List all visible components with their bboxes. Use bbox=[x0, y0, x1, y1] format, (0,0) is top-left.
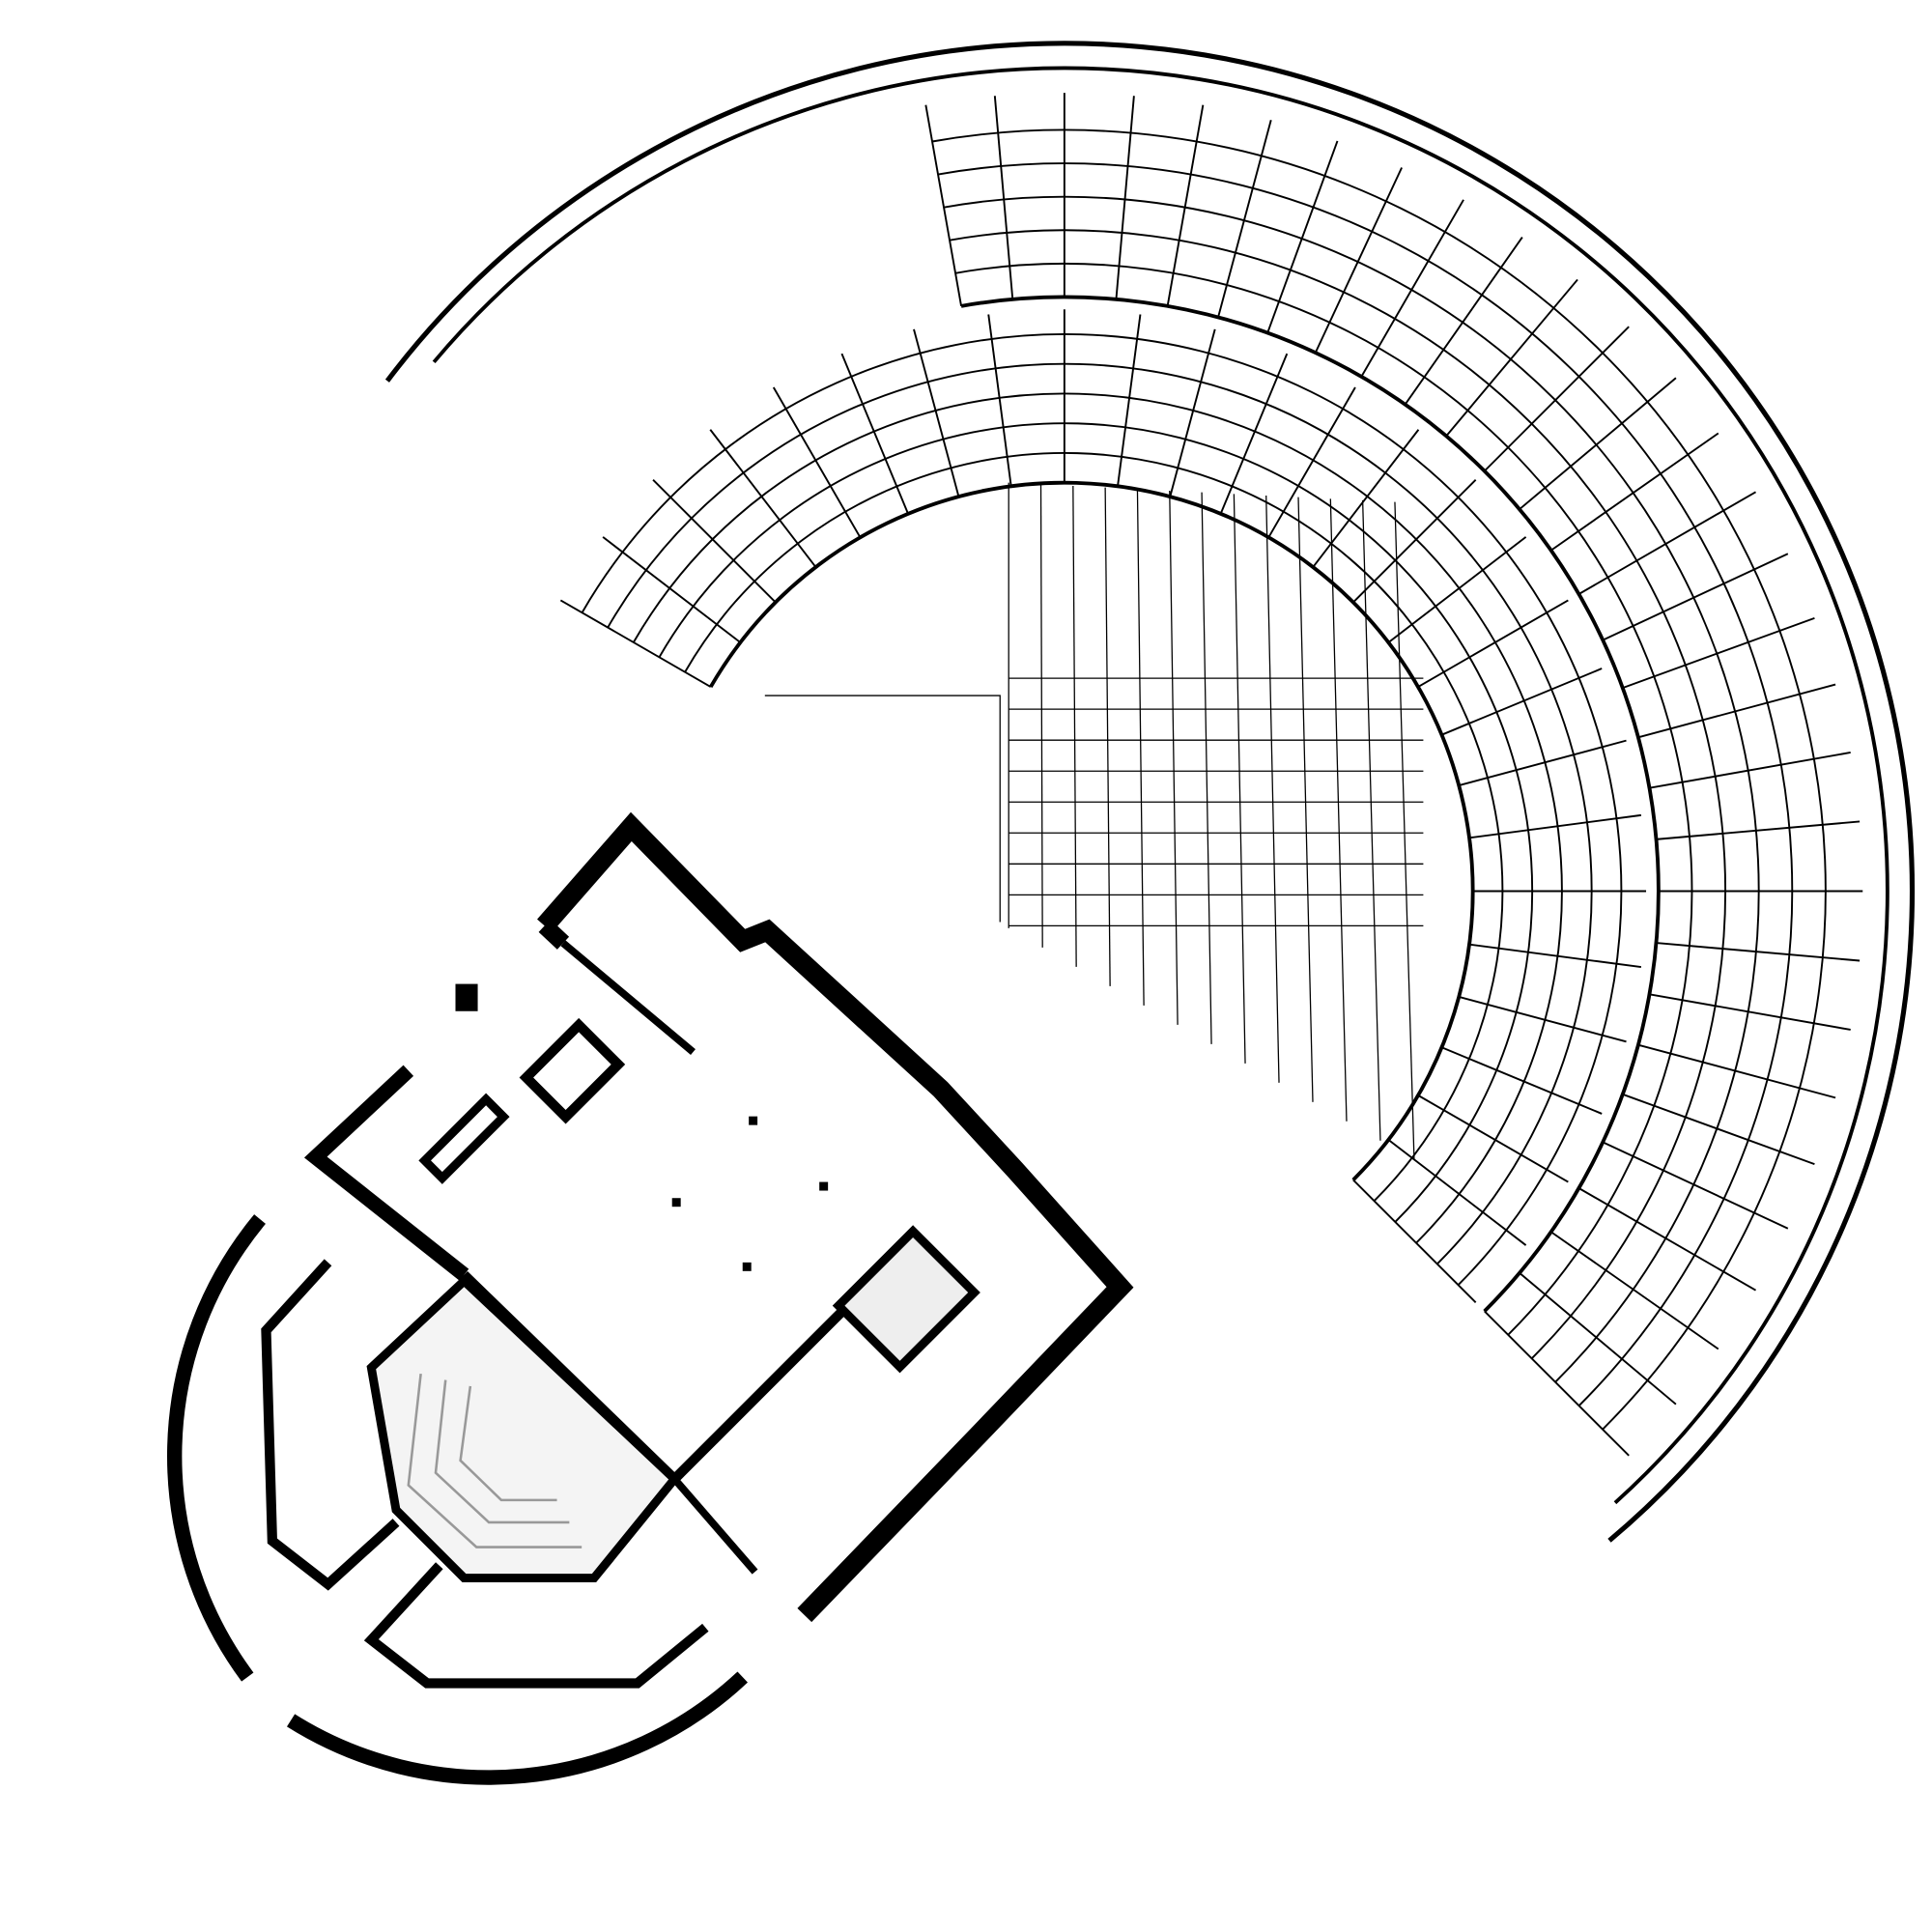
inner-ring-divider bbox=[1352, 1179, 1477, 1303]
inner-ring-divider bbox=[1441, 668, 1603, 736]
staircase bbox=[832, 1225, 980, 1374]
outer-ring-divider bbox=[1649, 993, 1851, 1031]
inner-ring-divider bbox=[1459, 995, 1627, 1043]
kitchen-counter bbox=[418, 1093, 510, 1184]
outer-ring-divider bbox=[1484, 326, 1630, 472]
inner-ring-divider bbox=[772, 386, 862, 538]
floor-seat-column bbox=[1233, 494, 1246, 1064]
outer-ring-divider bbox=[1519, 1272, 1677, 1406]
inner-ring-divider bbox=[1387, 536, 1527, 643]
inner-ring-divider bbox=[1219, 353, 1289, 515]
interior-wall-diag-3 bbox=[671, 1476, 758, 1575]
outer-ring-divider bbox=[1622, 1093, 1815, 1166]
inner-wing-wall-west bbox=[261, 1259, 400, 1591]
floor-seat-column bbox=[1169, 490, 1179, 1025]
outer-ring-row bbox=[960, 295, 1661, 1313]
floor-seat-column bbox=[1201, 492, 1212, 1044]
lecture-hall-seat-rows bbox=[407, 1374, 582, 1548]
outer-ring-divider bbox=[1166, 104, 1205, 307]
outer-ring-divider bbox=[1550, 1231, 1719, 1350]
floor-seat-column bbox=[1297, 497, 1314, 1102]
outer-ring-divider bbox=[1656, 942, 1861, 962]
outer-ring-divider bbox=[1622, 616, 1815, 690]
inner-ring-divider bbox=[1417, 1094, 1569, 1183]
inner-ring-divider bbox=[913, 328, 960, 497]
inner-ring-row bbox=[607, 362, 1593, 1265]
inner-ring-divider bbox=[1387, 1139, 1527, 1246]
inner-ring-divider bbox=[987, 314, 1012, 487]
arena-plan bbox=[384, 41, 1916, 1543]
inner-wing-wall-south bbox=[363, 1562, 709, 1689]
west-wall bbox=[538, 919, 570, 950]
inner-ring-divider bbox=[1267, 386, 1356, 538]
building-plan bbox=[167, 811, 1134, 1785]
floor-seat-column bbox=[1104, 487, 1111, 986]
floor-seat-column bbox=[1361, 499, 1381, 1141]
outer-ring-divider bbox=[1637, 1043, 1836, 1099]
inner-ring-divider bbox=[1441, 1046, 1603, 1115]
outer-ring-row bbox=[931, 128, 1827, 1431]
floor-seat-column bbox=[1136, 489, 1145, 1006]
floor-seat-column bbox=[1329, 498, 1348, 1122]
outer-ring-divider bbox=[1404, 236, 1523, 406]
inner-ring-divider bbox=[1417, 599, 1569, 688]
floor-boundary-line bbox=[764, 695, 1001, 923]
main-block-outer-wall bbox=[537, 811, 1134, 1623]
floor-seat-column bbox=[1039, 484, 1043, 948]
outer-boundary-arc bbox=[384, 41, 1916, 1543]
inner-ring-row bbox=[632, 392, 1563, 1244]
outer-ring-divider bbox=[1577, 491, 1757, 595]
inner-ring-divider bbox=[652, 479, 777, 604]
floor-seat-column bbox=[1265, 495, 1280, 1083]
lecture-hall bbox=[366, 1274, 681, 1583]
columns bbox=[455, 983, 829, 1271]
inner-ring-divider bbox=[1312, 429, 1420, 568]
outer-ring-divider bbox=[1550, 432, 1719, 552]
outer-ring-divider bbox=[1314, 167, 1403, 354]
outer-ring-divider bbox=[1649, 752, 1851, 789]
outer-ring-divider bbox=[1519, 377, 1677, 510]
outer-curved-wall-south bbox=[286, 1671, 748, 1785]
service-room bbox=[519, 1017, 626, 1124]
outer-ring-row bbox=[949, 229, 1726, 1359]
outer-ring-divider bbox=[1484, 1310, 1630, 1457]
inner-ring-divider bbox=[709, 429, 817, 568]
outer-ring-row bbox=[954, 262, 1693, 1336]
inner-ring-divider bbox=[602, 536, 742, 643]
interior-wall-4 bbox=[560, 940, 696, 1055]
inner-ring-row bbox=[684, 452, 1504, 1202]
outer-ring-row bbox=[943, 195, 1760, 1383]
inner-ring-row bbox=[709, 480, 1475, 1181]
outer-ring-divider bbox=[1577, 1187, 1757, 1292]
interior-wall-1 bbox=[464, 1237, 916, 1274]
floor-seat-column bbox=[1072, 486, 1077, 967]
outer-curved-wall-west bbox=[167, 1214, 266, 1682]
floor-seat-column bbox=[1394, 501, 1415, 1160]
outer-ring-row bbox=[937, 162, 1794, 1406]
inner-ring-divider bbox=[840, 353, 909, 515]
northwest-wall bbox=[303, 1065, 469, 1281]
outer-ring-divider bbox=[1656, 820, 1861, 840]
inner-ring-row bbox=[658, 422, 1534, 1223]
outer-ring-divider bbox=[1360, 199, 1464, 378]
inner-ring-divider bbox=[1468, 943, 1642, 969]
inner-ring-divider bbox=[1117, 314, 1142, 487]
inner-ring-divider bbox=[1468, 813, 1642, 839]
arena-floor-seating-grid bbox=[764, 482, 1424, 1160]
outer-ring-divider bbox=[1266, 140, 1339, 333]
outer-ring-divider bbox=[993, 96, 1014, 299]
inner-ring-divider bbox=[1169, 328, 1216, 497]
outer-ring-divider bbox=[1445, 278, 1578, 437]
inner-ring-divider bbox=[559, 599, 712, 688]
inner-ring-divider bbox=[1459, 739, 1627, 786]
inner-ring-divider bbox=[1352, 479, 1477, 604]
outer-ring-divider bbox=[924, 104, 963, 307]
outer-ring-divider bbox=[1217, 120, 1272, 318]
outer-ring-divider bbox=[1115, 96, 1135, 299]
outer-boundary-arc-inner bbox=[432, 66, 1889, 1505]
outer-ring-divider bbox=[1602, 553, 1789, 641]
outer-ring-divider bbox=[1602, 1141, 1789, 1230]
outer-ring-divider bbox=[1637, 683, 1836, 739]
